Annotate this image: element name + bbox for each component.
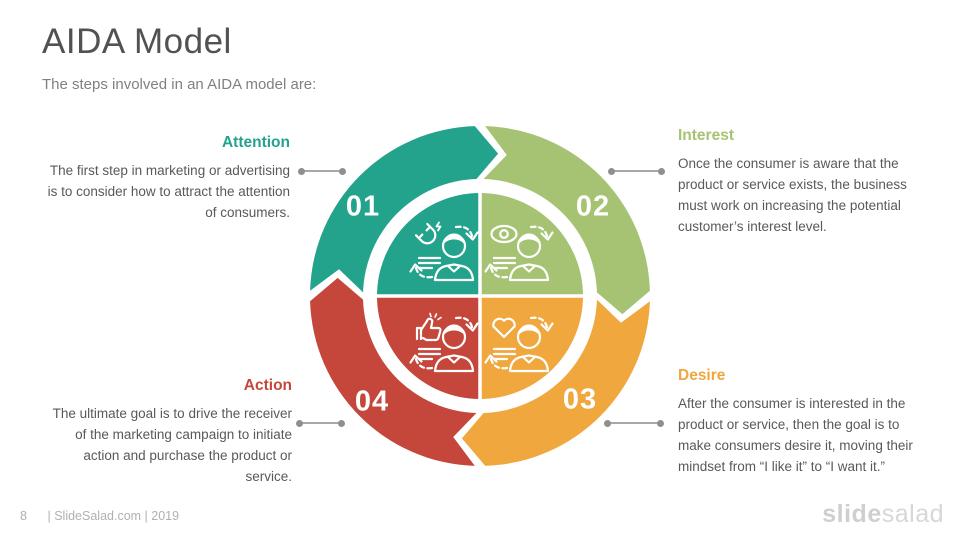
page-number: 8 bbox=[20, 509, 27, 523]
cycle-ring-segment-03 bbox=[461, 299, 650, 466]
cycle-inner-quadrant-04 bbox=[377, 296, 480, 399]
cycle-ring-segment-01 bbox=[310, 126, 499, 293]
segment-number-desire: 03 bbox=[562, 383, 598, 416]
cycle-ring-segment-04 bbox=[310, 277, 477, 466]
step-heading-attention: Attention bbox=[221, 134, 290, 151]
step-block-attention: Attention The first step in marketing or… bbox=[40, 131, 290, 223]
connector-attention bbox=[298, 167, 346, 175]
magnet-icon bbox=[404, 219, 484, 285]
step-heading-interest: Interest bbox=[678, 127, 734, 144]
connector-action bbox=[296, 419, 345, 427]
logo-text-light: salad bbox=[881, 500, 944, 528]
footer: 8 | SlideSalad.com | 2019 bbox=[20, 509, 179, 523]
inner-circle-divider bbox=[377, 193, 583, 399]
step-description-action: The ultimate goal is to drive the receiv… bbox=[52, 406, 292, 485]
cycle-inner-quadrant-02 bbox=[480, 193, 583, 296]
logo-text-bold: slide bbox=[822, 500, 882, 528]
step-description-desire: After the consumer is interested in the … bbox=[678, 396, 913, 475]
connector-desire bbox=[604, 419, 664, 427]
eye-icon bbox=[479, 219, 559, 285]
page-subtitle: The steps involved in an AIDA model are: bbox=[42, 76, 317, 93]
step-heading-desire: Desire bbox=[678, 367, 726, 384]
segment-number-interest: 02 bbox=[575, 190, 611, 223]
cycle-ring-segment-02 bbox=[483, 126, 650, 315]
connector-interest bbox=[608, 167, 665, 175]
step-block-action: Action The ultimate goal is to drive the… bbox=[40, 374, 292, 487]
heart-icon bbox=[479, 310, 559, 376]
step-heading-action: Action bbox=[243, 377, 292, 394]
step-description-attention: The first step in marketing or advertisi… bbox=[47, 163, 290, 221]
thumbs-up-icon bbox=[404, 310, 484, 376]
step-block-desire: Desire After the consumer is interested … bbox=[678, 364, 926, 477]
page-title: AIDA Model bbox=[42, 22, 232, 61]
segment-number-attention: 01 bbox=[345, 190, 381, 223]
segment-number-action: 04 bbox=[354, 385, 390, 418]
slidesalad-logo: slidesalad bbox=[822, 500, 944, 529]
footer-source: | SlideSalad.com | 2019 bbox=[47, 509, 180, 523]
step-description-interest: Once the consumer is aware that the prod… bbox=[678, 156, 907, 235]
step-block-interest: Interest Once the consumer is aware that… bbox=[678, 124, 918, 237]
